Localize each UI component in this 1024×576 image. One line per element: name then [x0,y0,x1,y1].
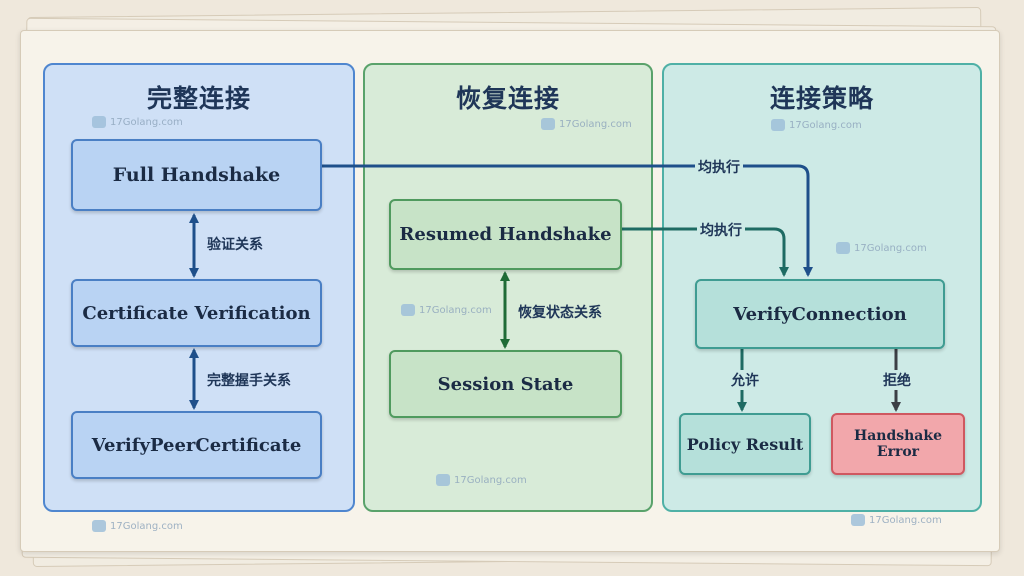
watermark-logo-icon [771,119,785,131]
verify-relation-label: 验证关系 [207,237,263,253]
watermark-logo-icon [401,304,415,316]
watermark: 17Golang.com [851,514,942,526]
certificate-verification-node: Certificate Verification [71,279,322,347]
connection-policy-title: 连接策略 [769,84,874,113]
resume-state-relation-label: 恢复状态关系 [518,305,602,321]
resumed-handshake-node: Resumed Handshake [389,199,622,270]
watermark: 17Golang.com [436,474,527,486]
exec-from-resumed-label: 均执行 [697,220,745,240]
watermark: 17Golang.com [92,520,183,532]
watermark: 17Golang.com [836,242,927,254]
deny-label: 拒绝 [880,370,914,390]
resume-connection-panel: 恢复连接 [363,63,653,512]
full-connection-title: 完整连接 [146,84,251,113]
watermark: 17Golang.com [541,118,632,130]
allow-label: 允许 [728,370,762,390]
full-handshake-node: Full Handshake [71,139,322,211]
full-handshake-relation-label: 完整握手关系 [207,373,291,389]
verify-peer-certificate-node: VerifyPeerCertificate [71,411,322,479]
policy-result-node: Policy Result [679,413,811,475]
session-state-node: Session State [389,350,622,418]
resume-connection-title: 恢复连接 [455,84,560,113]
handshake-error-node: Handshake Error [831,413,965,475]
watermark-logo-icon [851,514,865,526]
watermark-logo-icon [436,474,450,486]
watermark-logo-icon [92,116,106,128]
watermark-logo-icon [836,242,850,254]
exec-from-full-label: 均执行 [695,157,743,177]
watermark-logo-icon [541,118,555,130]
verify-connection-node: VerifyConnection [695,279,945,349]
watermark: 17Golang.com [92,116,183,128]
watermark: 17Golang.com [401,304,492,316]
watermark-logo-icon [92,520,106,532]
watermark: 17Golang.com [771,119,862,131]
